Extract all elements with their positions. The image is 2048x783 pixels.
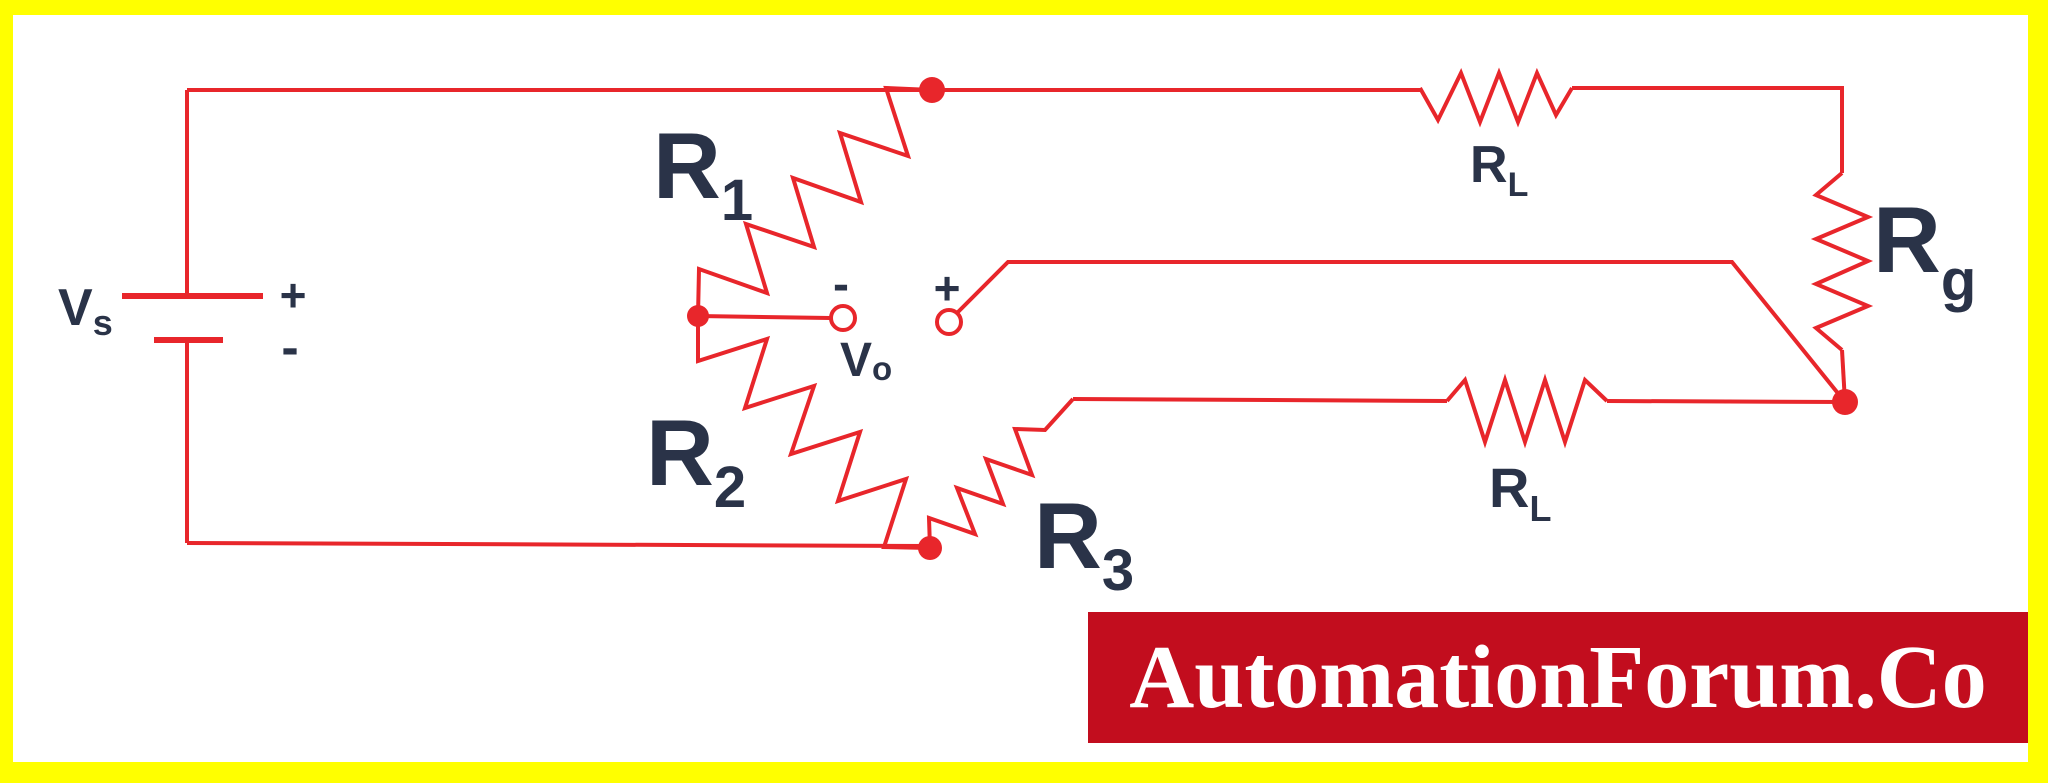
watermark-banner: AutomationForum.Co (1088, 612, 2028, 743)
vo-plus-sign: + (934, 262, 961, 314)
battery-plus-sign: + (280, 269, 307, 321)
junction-dot-top (919, 77, 945, 103)
r2-label: R2 (646, 400, 746, 520)
junction-dot-bottom (918, 536, 942, 560)
battery-minus-sign: - (281, 319, 298, 377)
vo-minus-sign: - (833, 258, 849, 311)
vo-plus-branch-wire (956, 260, 1847, 404)
battery-symbol (122, 293, 263, 343)
junction-dot-right (1832, 389, 1858, 415)
vo-minus-tap-wire (697, 314, 831, 320)
rl-top-resistor-zigzag (1418, 67, 1574, 128)
junction-dot-left (687, 305, 709, 327)
vo-minus-terminal (829, 304, 857, 332)
r3-resistor-zigzag (926, 397, 1075, 549)
r1-resistor-zigzag (696, 85, 933, 317)
rl-bottom-resistor-zigzag (1445, 373, 1609, 449)
top-rail-right-wire (1572, 86, 1844, 173)
bottom-branch-right-wire (1606, 399, 1846, 404)
wires (185, 67, 1874, 550)
watermark-text: AutomationForum.Co (1129, 627, 1987, 727)
rl-top-label: RL (1470, 136, 1528, 204)
rg-resistor-zigzag (1810, 171, 1874, 352)
rl-bottom-label: RL (1489, 456, 1551, 529)
bottom-rail-wire (186, 541, 931, 548)
vo-label: Vo (840, 334, 892, 387)
vs-label: Vs (58, 279, 113, 343)
rg-label: Rg (1873, 187, 1976, 313)
r2-resistor-zigzag (696, 316, 931, 550)
r1-label: R1 (653, 113, 753, 233)
r3-label: R3 (1034, 483, 1134, 603)
vo-plus-terminal (935, 308, 963, 336)
bottom-branch-left-wire (1072, 397, 1448, 403)
